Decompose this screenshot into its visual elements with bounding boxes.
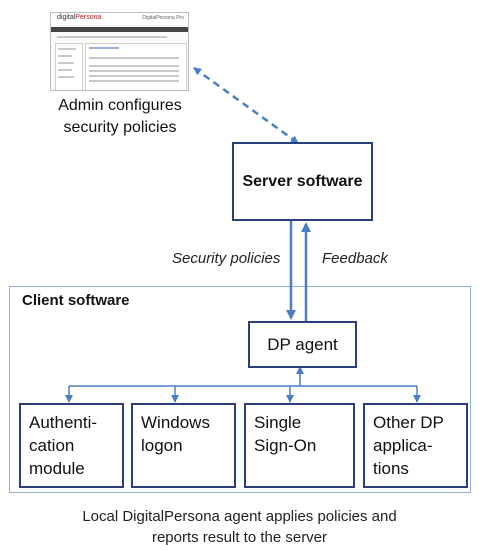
screenshot-nav-bar: [51, 27, 188, 32]
client-software-title: Client software: [22, 292, 130, 309]
diagram-caption: Local DigitalPersona agent applies polic…: [82, 508, 397, 546]
server-software-box: Server software: [232, 142, 373, 221]
screenshot-sidebar: [55, 43, 83, 90]
other-dp-applications-box: Other DP applica- tions: [363, 403, 468, 488]
admin-label: Admin configures security policies: [58, 97, 182, 136]
server-software-label: Server software: [242, 172, 363, 190]
single-sign-on-box: Single Sign-On: [244, 403, 355, 488]
authentication-module-box: Authenti- cation module: [19, 403, 124, 488]
client-software-region: [9, 286, 471, 493]
security-policies-label: Security policies: [172, 250, 281, 267]
feedback-label: Feedback: [322, 250, 388, 267]
admin-console-screenshot: digitalPersona DigitalPersona Pro: [50, 12, 189, 91]
dp-agent-box: DP agent: [248, 321, 357, 368]
digitalpersona-logo: digitalPersona: [57, 14, 102, 21]
admin-server-dashed-arrow: [193, 66, 299, 145]
windows-logon-box: Windows logon: [131, 403, 236, 488]
screenshot-brand: DigitalPersona Pro: [142, 15, 184, 21]
screenshot-header: digitalPersona DigitalPersona Pro: [51, 13, 188, 25]
dp-agent-label: DP agent: [267, 334, 338, 354]
